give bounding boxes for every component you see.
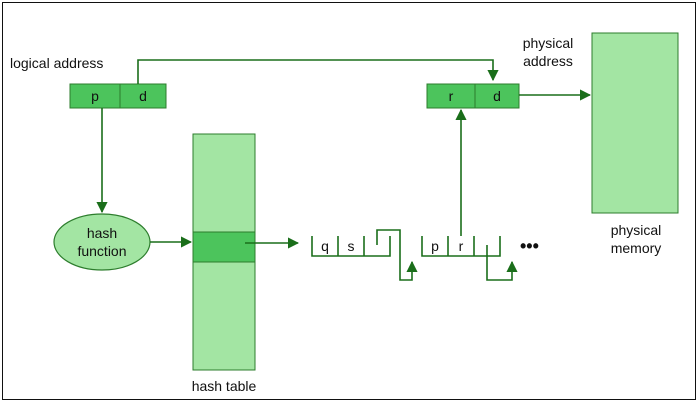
node2-next-pointer	[486, 245, 518, 281]
physical-d-cell	[474, 83, 520, 109]
hash-table-label: hash table	[192, 378, 257, 394]
hash-function: hash function	[53, 213, 151, 271]
logical-p-cell	[69, 83, 121, 109]
chain-node-2	[421, 236, 518, 281]
node2-p-text: p	[431, 238, 439, 254]
physical-r-cell	[426, 83, 476, 109]
offset-connector	[137, 59, 499, 84]
node1-next-pointer	[376, 229, 418, 281]
physical-address-label-1: physical	[523, 35, 574, 51]
chain-ellipsis: •••	[520, 236, 539, 256]
node2-outline	[421, 236, 501, 257]
node1-q-text: q	[321, 238, 329, 254]
chain-node-1	[311, 229, 418, 281]
physical-address-label-2: address	[523, 53, 573, 69]
logical-address-register: p d	[69, 83, 167, 109]
logical-p-text: p	[91, 88, 99, 104]
node1-outline	[311, 236, 391, 257]
hash-table-entry	[192, 231, 256, 263]
logical-d-cell	[119, 83, 167, 109]
physical-memory-label-2: memory	[611, 240, 662, 256]
physical-memory-label-1: physical	[611, 222, 662, 238]
hash-function-label-2: function	[77, 243, 126, 259]
node1-s-text: s	[348, 238, 355, 254]
node2-r-text: r	[459, 238, 464, 254]
diagram-frame	[2, 2, 696, 400]
hash-function-label-1: hash	[87, 225, 117, 241]
physical-memory-block	[591, 32, 679, 214]
logical-d-text: d	[139, 88, 147, 104]
physical-address-register: r d	[426, 83, 520, 109]
physical-d-text: d	[493, 88, 501, 104]
hash-function-ellipse	[53, 213, 151, 271]
logical-address-label: logical address	[10, 55, 103, 71]
hash-table	[192, 133, 256, 371]
physical-r-text: r	[449, 88, 454, 104]
